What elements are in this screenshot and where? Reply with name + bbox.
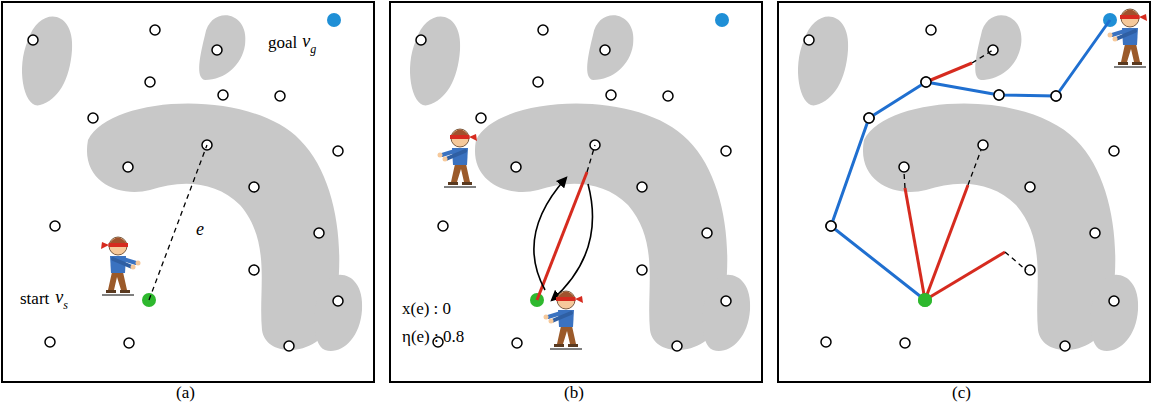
start-label: start — [20, 290, 49, 309]
panel-a-map — [22, 13, 362, 351]
panel-caption: (a) — [176, 384, 195, 403]
edge-status: x(e) : 0 — [402, 300, 451, 319]
panel-caption: (c) — [952, 384, 971, 403]
vertex-symbol: v — [302, 32, 310, 52]
edge-name: e — [196, 220, 204, 240]
edge-probability: η(e) : 0.8 — [402, 328, 464, 347]
goal-label: goal — [268, 34, 297, 53]
panel-frame — [390, 2, 762, 382]
panel-frame — [778, 2, 1150, 382]
vertex-subscript: g — [310, 43, 316, 56]
panel-b-map — [410, 13, 750, 351]
vertex-symbol: v — [55, 288, 63, 308]
panel-frame — [2, 2, 374, 382]
vertex-subscript: s — [63, 299, 68, 312]
panel-c-map — [798, 9, 1147, 351]
panel-caption: (b) — [564, 384, 584, 403]
